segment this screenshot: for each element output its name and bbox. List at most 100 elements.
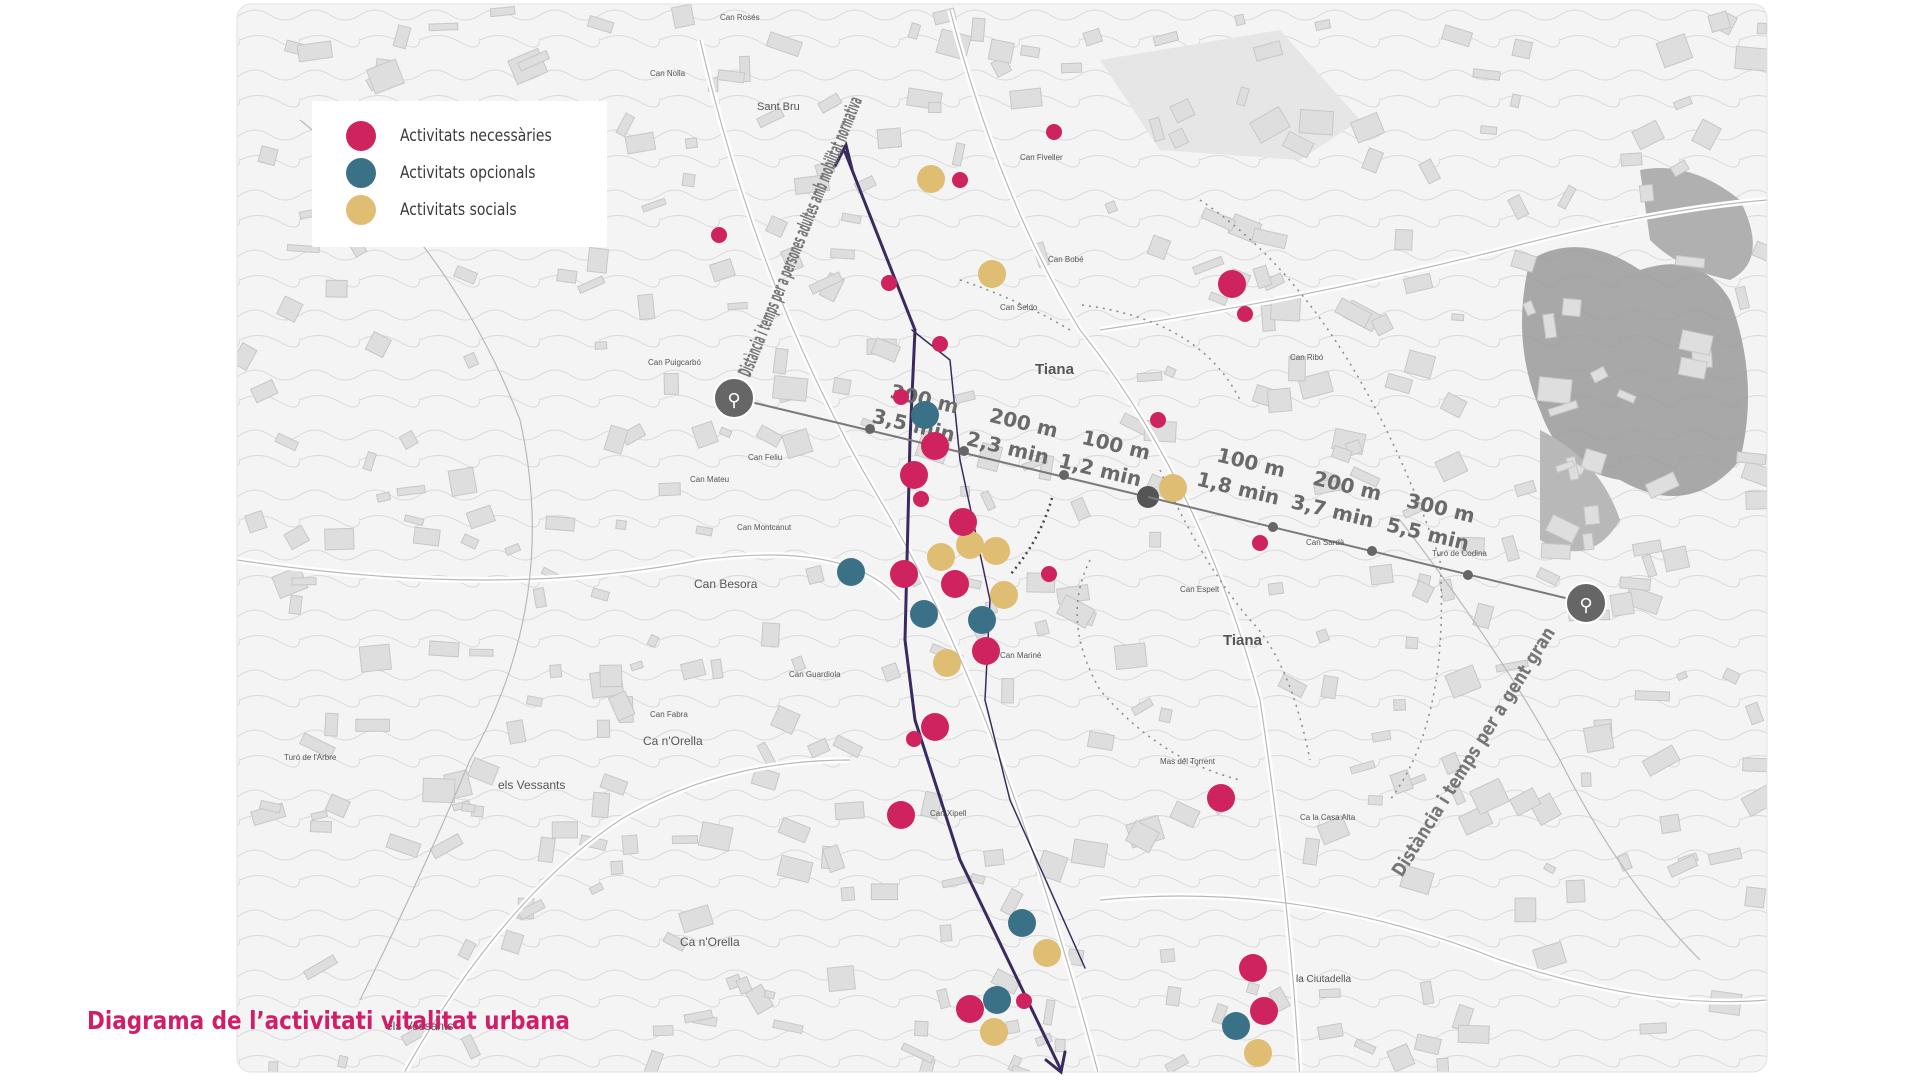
place-la-ciutadella: la Ciutadella <box>1296 974 1351 985</box>
marker-socials <box>980 1018 1008 1046</box>
marker-socials <box>978 260 1006 288</box>
building-block <box>1557 184 1577 210</box>
building-block <box>1164 1053 1190 1072</box>
building-block <box>1661 545 1691 573</box>
center-dotted-arc <box>1009 497 1054 576</box>
building-block <box>637 293 656 321</box>
building-block <box>1266 387 1293 414</box>
marker-necessaries <box>1041 566 1057 582</box>
marker-socials <box>990 581 1018 609</box>
marker-necessaries <box>921 432 949 460</box>
legend-label-socials: Activitats socials <box>400 200 517 220</box>
place-can-mateu: Can Mateu <box>690 475 729 484</box>
building-block <box>718 426 733 439</box>
building-block <box>1472 68 1501 81</box>
building-block <box>1460 536 1485 555</box>
building-block <box>987 38 1015 64</box>
building-block <box>900 1042 935 1064</box>
building-block <box>556 268 578 284</box>
building-block <box>1542 312 1558 339</box>
building-block <box>1469 777 1510 816</box>
building-block <box>615 112 636 138</box>
building-block <box>1744 701 1765 726</box>
place-can-seldo: Can Seldo <box>1000 303 1038 312</box>
building-block <box>1130 697 1154 717</box>
building-block <box>1419 980 1435 1005</box>
marker-necessaries <box>1207 784 1235 812</box>
building-block <box>727 301 748 311</box>
building-block <box>1405 636 1419 650</box>
building-block <box>1582 532 1595 551</box>
building-block <box>765 31 803 58</box>
marker-necessaries <box>887 801 915 829</box>
building-block <box>1444 664 1482 699</box>
building-block <box>412 526 441 547</box>
building-block <box>907 22 922 40</box>
marker-socials <box>1033 939 1061 967</box>
building-block <box>1086 730 1116 752</box>
building-block <box>772 347 789 375</box>
building-block <box>1159 948 1176 964</box>
place-turo-de-codina: Turó de Codina <box>1432 549 1487 558</box>
building-block <box>1245 981 1260 996</box>
building-block <box>1547 399 1579 418</box>
building-block <box>1669 159 1690 178</box>
building-block <box>588 882 605 896</box>
marker-necessaries <box>893 389 909 405</box>
building-block <box>465 504 496 530</box>
building-block <box>1674 255 1706 269</box>
building-block <box>1060 62 1083 74</box>
building-block <box>1734 45 1767 72</box>
building-block <box>681 172 696 188</box>
route-arrow-south <box>1044 1050 1067 1075</box>
caption: Diagrama de l’activitati vitalitat urban… <box>87 1006 570 1035</box>
building-block <box>1745 490 1767 510</box>
building-block <box>1267 581 1285 596</box>
marker-necessaries <box>913 491 929 507</box>
building-block <box>646 633 660 649</box>
building-block <box>781 428 814 460</box>
marker-necessaries <box>1046 124 1062 140</box>
marker-necessaries <box>921 713 949 741</box>
building-block <box>1009 87 1043 110</box>
building-block <box>504 542 522 557</box>
building-block <box>671 835 699 845</box>
building-block <box>1235 86 1250 107</box>
building-block <box>1536 376 1573 405</box>
building-block <box>951 142 966 167</box>
marker-necessaries <box>890 560 918 588</box>
building-block <box>1675 670 1689 682</box>
building-block <box>1511 38 1534 60</box>
building-block <box>576 275 606 294</box>
building-block <box>679 658 707 681</box>
marker-necessaries <box>1218 270 1246 298</box>
building-block <box>772 1019 804 1035</box>
scale-line-right: ⚲ <box>1147 496 1607 624</box>
building-block <box>1449 783 1467 806</box>
building-block <box>1655 32 1694 69</box>
place-can-espelt: Can Espelt <box>1180 585 1220 594</box>
legend-dot-opcionals <box>346 158 376 188</box>
building-block <box>586 15 615 34</box>
legend-label-necessaries: Activitats necessàries <box>400 126 552 146</box>
marker-opcionals <box>837 558 865 586</box>
place-can-puigcarbo: Can Puigcarbó <box>648 358 701 367</box>
building-block <box>769 704 801 735</box>
building-block <box>1314 18 1332 32</box>
building-block <box>1561 297 1582 318</box>
marker-necessaries <box>932 336 948 352</box>
building-block <box>881 662 902 683</box>
marker-necessaries <box>711 227 727 243</box>
building-block <box>652 1025 674 1037</box>
walker-icon: ⚲ <box>727 390 740 411</box>
building-block <box>310 809 329 821</box>
place-mas-del-torrent: Mas del Torrent <box>1160 757 1216 766</box>
building-block <box>1249 105 1291 144</box>
building-block <box>1510 249 1538 273</box>
building-block <box>670 4 696 29</box>
legend-item-socials: Activitats socials <box>346 195 542 225</box>
place-tiana-1: Tiana <box>1035 361 1075 378</box>
elderly-icon: ⚲ <box>1579 595 1592 616</box>
building-block <box>1370 313 1394 337</box>
building-block <box>1401 501 1426 519</box>
